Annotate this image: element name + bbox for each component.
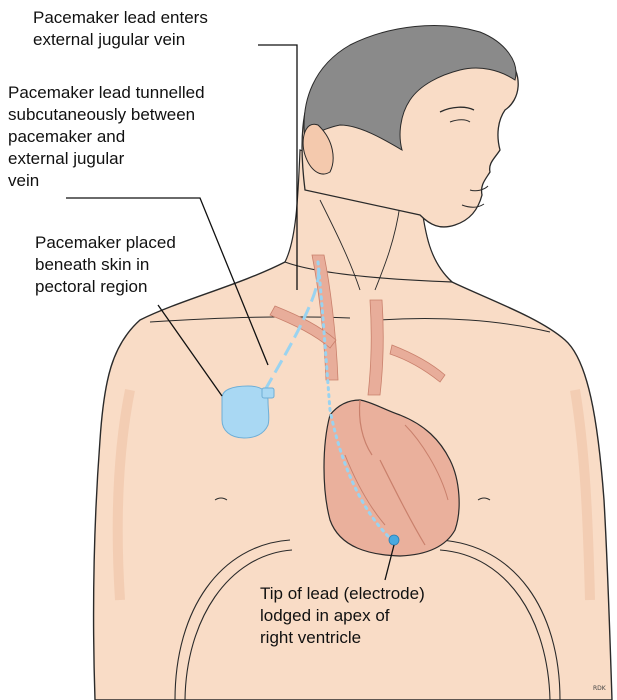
- label-lead-tunnelled: Pacemaker lead tunnelled subcutaneously …: [8, 82, 278, 192]
- electrode-tip-icon: [389, 535, 399, 545]
- label-tip-of-lead: Tip of lead (electrode) lodged in apex o…: [260, 583, 500, 649]
- artist-signature: RDK: [593, 685, 606, 692]
- label-lead-enters: Pacemaker lead enters external jugular v…: [33, 7, 293, 51]
- label-pacemaker-placed: Pacemaker placed beneath skin in pectora…: [35, 232, 265, 298]
